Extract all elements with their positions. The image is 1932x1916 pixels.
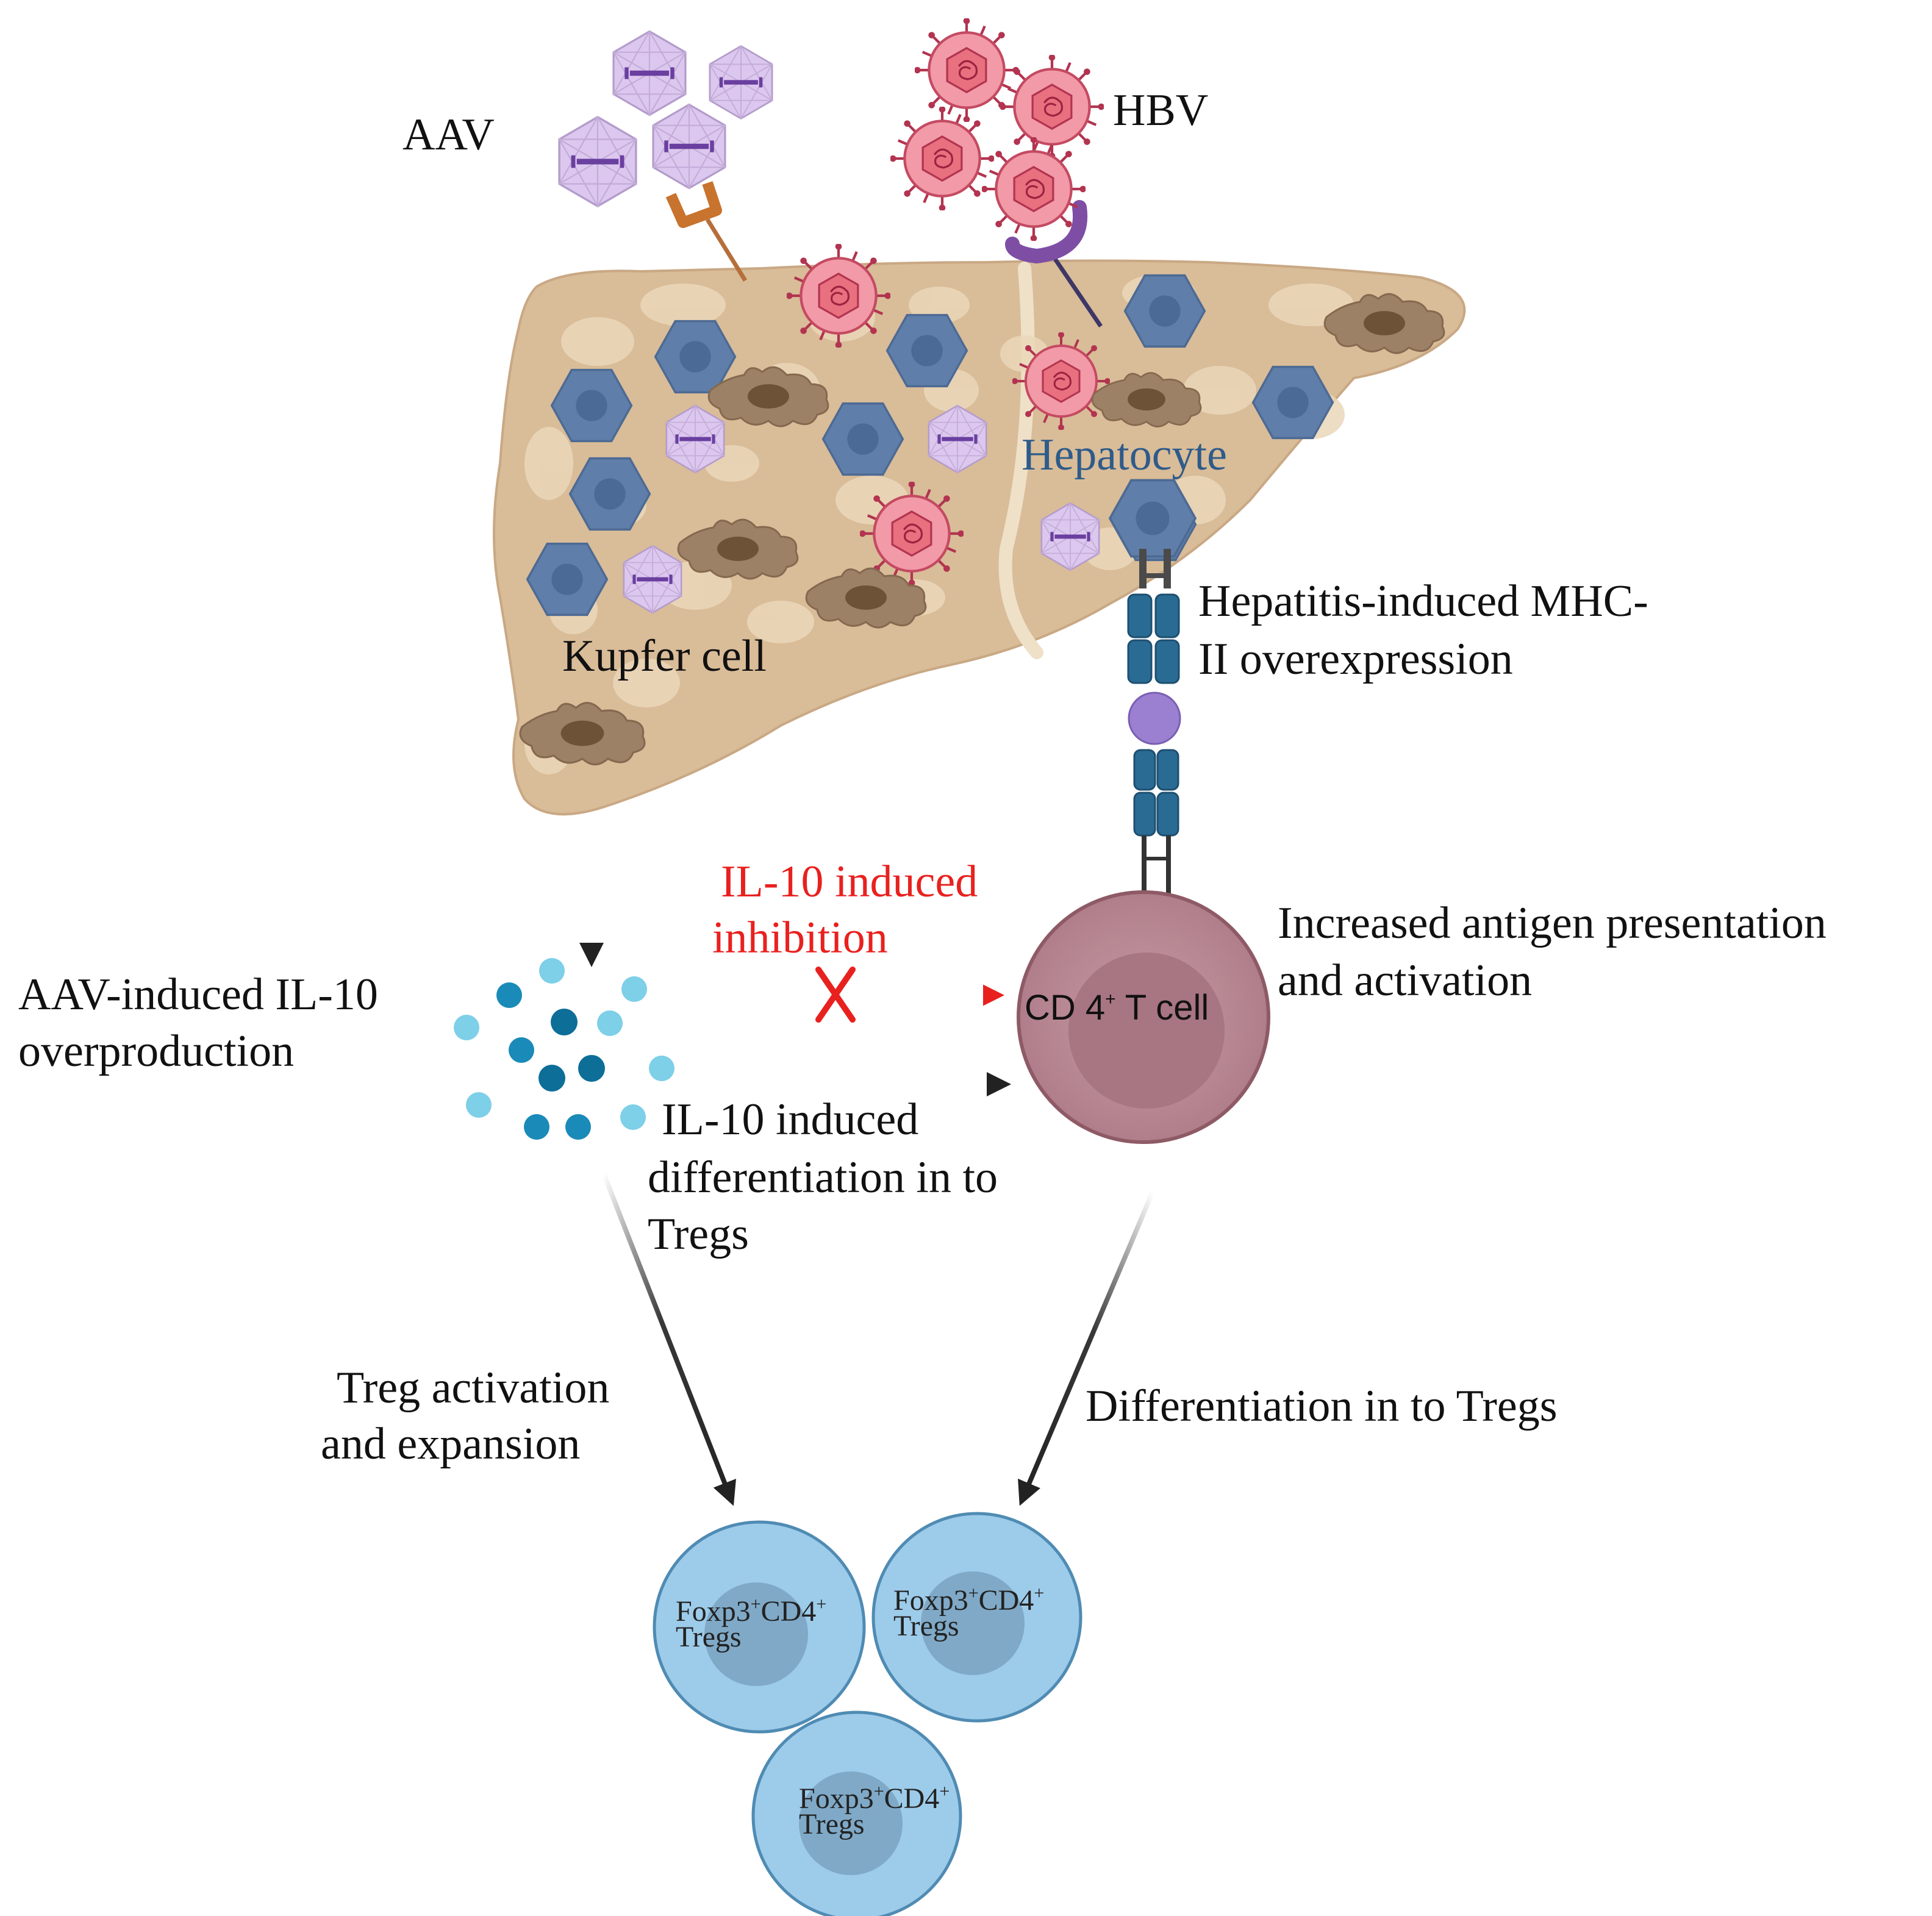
il10-molecule-icon [524,1114,549,1140]
hbv-virion-icon [1000,54,1104,159]
hbv-virion-icon [786,243,891,348]
il10-diff-label-line3: Tregs [648,1209,749,1259]
treg-cell: Foxp3+CD4+Tregs [653,1520,866,1734]
hbv-virion-icon [1012,332,1110,430]
antigen-peptide-icon [1128,692,1181,745]
differentiation-arrow [1018,1191,1155,1506]
antigen-label-line2: and activation [1278,956,1532,1006]
aav-capsid-icon [612,30,687,116]
mhc-label-line2: II overexpression [1198,634,1513,684]
aav-capsid-icon [652,103,726,190]
il10-molecule-icon [551,1009,578,1035]
cd4-cell-label: CD 4+ T cell [1025,988,1209,1028]
arrows [579,777,1155,1506]
il10-molecule-icon [621,976,647,1002]
kupffer-cell-label: Kupfer cell [562,631,767,681]
aav-receptor-icon [665,181,747,282]
antigen-label-line1: Increased antigen presentation [1278,898,1826,948]
il10-diff-label-line1: IL-10 induced [662,1095,918,1145]
aav-il10-label-line1: AAV-induced IL-10 [18,970,378,1020]
treg-label: Foxp3+CD4+Tregs [676,1594,826,1653]
il10-molecule-icon [620,1104,646,1130]
il10-molecule-icon [649,1056,674,1081]
il10-molecule-icon [578,1055,605,1082]
treg-label: Foxp3+CD4+Tregs [893,1583,1044,1642]
il10-molecule-icon [466,1092,492,1118]
hbv-virion-icon [890,106,995,211]
il10-molecule-icon [509,1037,534,1063]
hbv-virion-icon [981,137,1086,241]
treg-label: Foxp3+CD4+Tregs [799,1781,950,1840]
treg-cell: Foxp3+CD4+Tregs [871,1512,1082,1723]
il10-molecule-icon [454,1015,479,1040]
differentiation-label: Differentiation in to Tregs [1086,1381,1558,1431]
inhibition-x-icon [815,967,856,1023]
hbv-label: HBV [1113,85,1208,135]
il10-diff-label-line2: differentiation in to [648,1153,998,1203]
il10-molecule-icon [538,1065,565,1092]
il10-inhibition-label-line2: inhibition [712,913,888,963]
mhc-label-line1: Hepatitis-induced MHC- [1198,576,1648,626]
aav-capsid-icon [709,45,773,120]
aav-label: AAV [402,110,495,160]
treg-activation-label-line1: Treg activation [337,1363,609,1413]
il10-molecule-icon [565,1114,591,1140]
il10-molecule-icon [597,1010,623,1036]
cd4-t-cell: CD 4+ T cell [1017,890,1270,1144]
mhc-ii-complex-icon [1109,479,1197,921]
aav-il10-label-line2: overproduction [18,1026,294,1076]
treg-activation-label-line2: and expansion [321,1419,580,1469]
il10-inhibition-label-line1: IL-10 induced [721,857,978,907]
il10-molecule-icon [539,958,565,984]
il10-cluster [454,958,674,1140]
il10-molecule-icon [496,982,522,1008]
hepatocyte-label: Hepatocyte [1021,430,1227,480]
hbv-receptor-icon [1005,200,1103,327]
treg-cell: Foxp3+CD4+Tregs [751,1710,962,1916]
treg-activation-arrow [601,1173,736,1506]
aav-capsid-icon [558,116,637,207]
